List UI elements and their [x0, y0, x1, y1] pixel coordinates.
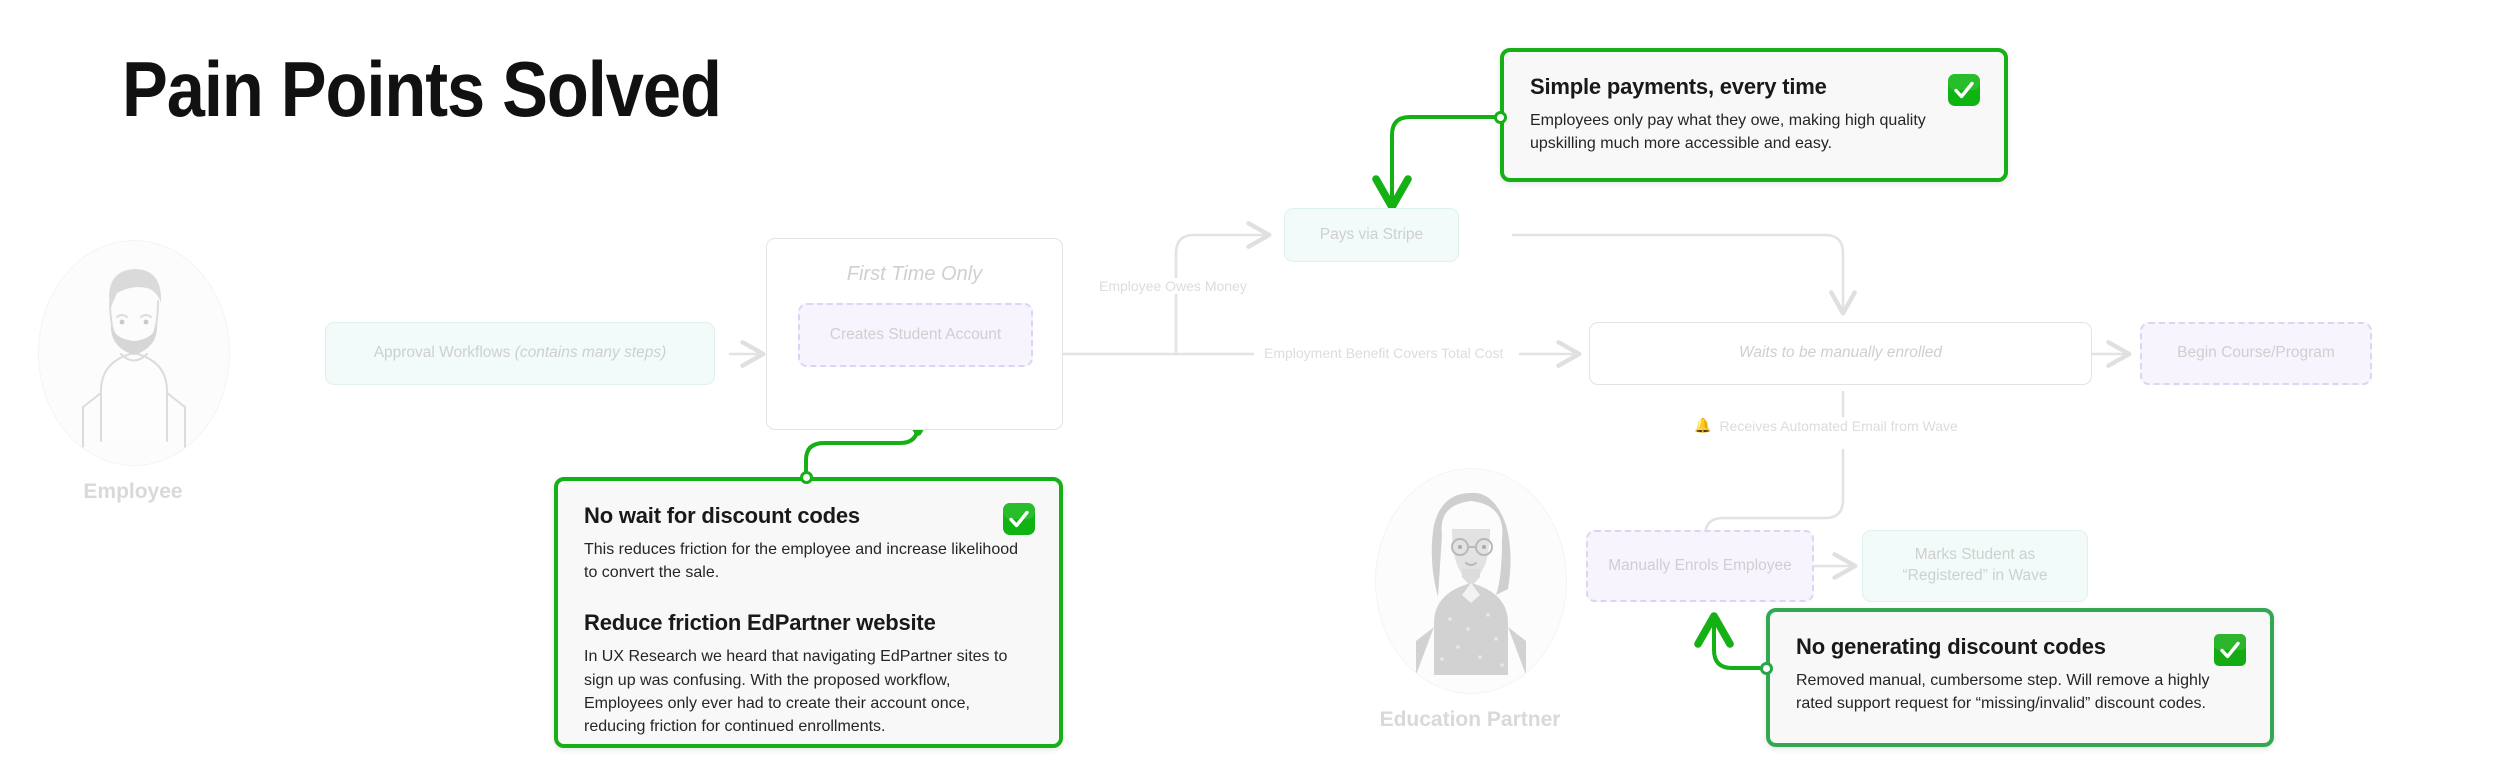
callout-heading: No generating discount codes	[1796, 634, 2106, 659]
woman-with-glasses-avatar	[1416, 492, 1526, 675]
node-waits-to-be-manually-enrolled[interactable]: Waits to be manually enrolled	[1589, 322, 2092, 385]
node-label: Manually Enrols Employee	[1608, 556, 1792, 574]
node-label: Pays via Stripe	[1319, 225, 1424, 243]
callout-simple-payments[interactable]: Simple payments, every time Employees on…	[1500, 48, 2008, 182]
persona-label: Employee	[83, 480, 183, 503]
page-title: Pain Points Solved	[122, 45, 722, 133]
green-connector-payments	[1372, 115, 1502, 211]
connector-dot-no-wait	[800, 471, 813, 484]
node-label: Waits to be manually enrolled	[1738, 344, 1943, 362]
persona-label: Education Partner	[1379, 708, 1561, 731]
group-title: First Time Only	[846, 263, 983, 285]
callout-no-wait-discount-codes[interactable]: No wait for discount codes This reduces …	[554, 477, 1063, 748]
avatar	[1375, 468, 1567, 694]
node-label-emphasis: (contains many steps)	[514, 344, 667, 362]
callout-body: This reduces friction for the employee a…	[584, 541, 1019, 582]
persona-education-partner: Education Partner	[1375, 468, 1567, 732]
callout-heading: Simple payments, every time	[1530, 74, 1827, 99]
callout-body: Removed manual, cumbersome step. Will re…	[1796, 672, 2210, 713]
edge-label-text: Receives Automated Email from Wave	[1719, 417, 1958, 434]
bell-icon: 🔔	[1694, 417, 1712, 433]
node-label: Begin Course/Program	[2177, 344, 2335, 362]
connector-dot-no-generating	[1760, 662, 1773, 675]
edge-label-employee-owes-money: Employee Owes Money	[1093, 278, 1253, 294]
bearded-man-avatar	[82, 269, 186, 448]
callout-body: Employees only pay what they owe, making…	[1530, 112, 1926, 153]
node-label: Creates Student Account	[829, 325, 1002, 343]
edge-label-receives-automated-email: 🔔 Receives Automated Email from Wave	[1688, 417, 1964, 434]
node-marks-student-registered[interactable]: Marks Student as “Registered” in Wave	[1862, 530, 2088, 602]
node-approval-workflows[interactable]: Approval Workflows (contains many steps)	[325, 322, 715, 385]
white-check-mark-icon	[1001, 501, 1037, 537]
callout-no-generating-discount-codes[interactable]: No generating discount codes Removed man…	[1766, 608, 2274, 747]
node-pays-via-stripe[interactable]: Pays via Stripe	[1284, 208, 1459, 262]
node-label: Approval Workflows	[373, 344, 515, 362]
node-label: Marks Student as “Registered” in Wave	[1902, 546, 2048, 584]
group-first-time-only: First Time Only Creates Student Account	[766, 238, 1063, 430]
node-creates-student-account[interactable]: Creates Student Account	[798, 303, 1033, 367]
persona-employee: Employee	[38, 240, 230, 504]
callout-body-secondary: In UX Research we heard that navigating …	[584, 648, 1008, 735]
callout-heading: No wait for discount codes	[584, 503, 860, 528]
avatar	[38, 240, 230, 466]
white-check-mark-icon	[2212, 632, 2248, 668]
callout-heading-secondary: Reduce friction EdPartner website	[584, 610, 936, 636]
node-manually-enrols-employee[interactable]: Manually Enrols Employee	[1586, 530, 1814, 602]
green-connector-no-wait	[804, 400, 938, 479]
green-connector-no-generating	[1694, 612, 1764, 670]
white-check-mark-icon	[1946, 72, 1982, 108]
node-begin-course-program[interactable]: Begin Course/Program	[2140, 322, 2372, 385]
edge-label-employment-benefit: Employment Benefit Covers Total Cost	[1258, 345, 1510, 361]
connector-dot-payments	[1494, 111, 1507, 124]
